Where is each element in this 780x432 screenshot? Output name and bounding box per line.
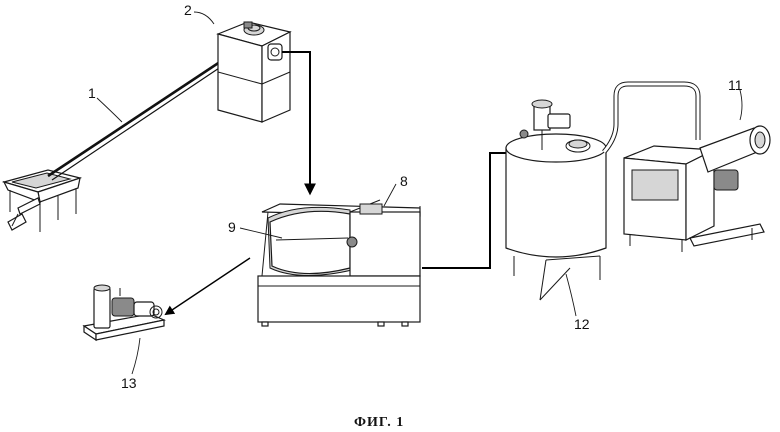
leader-1 <box>97 98 122 122</box>
ref-label-hopper-unit: 2 <box>184 2 192 18</box>
ref-label-extruder: 11 <box>728 77 743 93</box>
leader-12 <box>566 274 576 316</box>
leader-13 <box>132 338 140 374</box>
ref-label-tank: 12 <box>574 316 590 332</box>
extruder <box>624 126 770 252</box>
ref-label-screw-conveyor: 1 <box>88 85 96 101</box>
leader-2 <box>194 12 214 24</box>
feed-trough <box>4 170 80 232</box>
mixer <box>258 200 420 326</box>
leader-11 <box>740 90 742 120</box>
ref-label-mixer-housing: 8 <box>400 173 408 189</box>
figure-caption: ФИГ. 1 <box>354 415 404 430</box>
tank <box>506 100 606 300</box>
pump-unit <box>84 285 164 340</box>
flow-arrow-mixer-to-pump <box>166 258 250 314</box>
hopper-unit <box>218 22 290 122</box>
ref-label-mixer-bowl: 9 <box>228 219 236 235</box>
leader-8 <box>384 184 396 206</box>
ref-label-pump-unit: 13 <box>121 375 137 391</box>
